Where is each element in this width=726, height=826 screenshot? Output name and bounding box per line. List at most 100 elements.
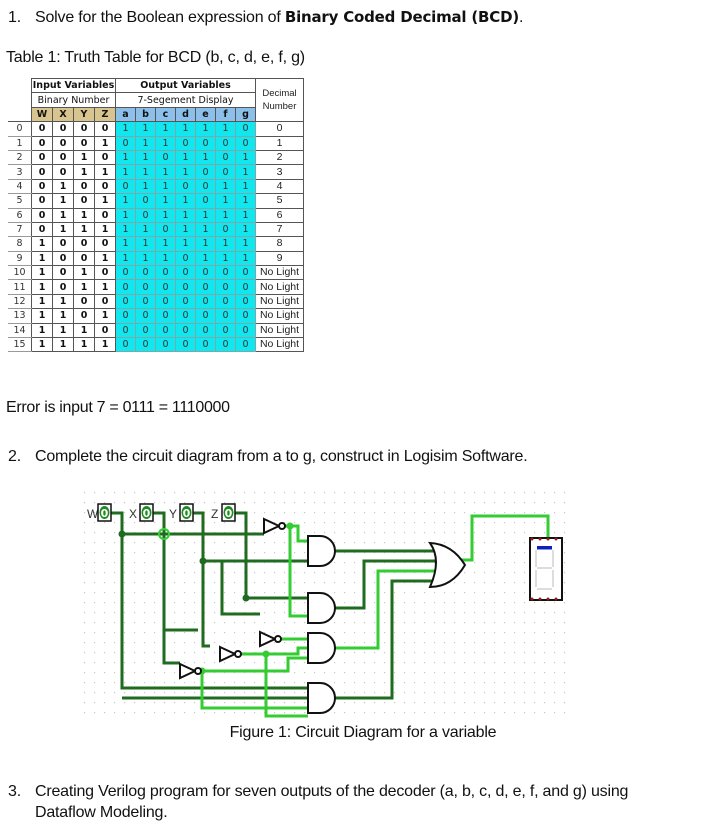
- not-gate-3: [219, 645, 242, 663]
- question-2-number: 2.: [8, 448, 21, 465]
- table-group-header-row: Input Variables Output Variables Decimal…: [8, 77, 304, 123]
- output-cell-a: 0: [115, 337, 136, 353]
- output-cell-g: 1: [235, 236, 256, 252]
- wire-x-down: [162, 603, 180, 665]
- output-cell-g: 0: [235, 322, 256, 339]
- input-cell-w: 0: [31, 207, 53, 223]
- output-cell-d: 1: [175, 149, 196, 166]
- output-header-c: c: [155, 106, 176, 123]
- row-index: 0: [8, 121, 32, 137]
- question-1-period: .: [519, 9, 524, 26]
- output-cell-c: 1: [155, 236, 176, 252]
- input-header-x: X: [52, 106, 74, 123]
- input-cell-z: 1: [94, 308, 116, 324]
- output-cell-c: 1: [155, 178, 176, 195]
- input-cell-z: 1: [94, 337, 116, 353]
- question-2: 2. Complete the circuit diagram from a to…: [8, 448, 528, 466]
- input-header-z: Z: [94, 106, 116, 123]
- row-index: 5: [8, 193, 32, 209]
- input-cell-z: 0: [94, 207, 116, 223]
- input-cell-w: 0: [31, 221, 53, 238]
- wire-y: [192, 511, 308, 563]
- output-header-b: b: [135, 106, 156, 123]
- output-cell-a: 0: [115, 265, 136, 281]
- input-pin-label: X: [129, 507, 137, 521]
- segment-a: [537, 546, 552, 550]
- decimal-cell: No Light: [255, 265, 304, 281]
- output-cell-b: 1: [135, 178, 156, 195]
- not-gate-4: [179, 662, 202, 680]
- output-cell-f: 0: [215, 135, 236, 151]
- output-cell-e: 1: [195, 250, 216, 267]
- output-cell-e: 0: [195, 265, 216, 281]
- output-cell-a: 1: [115, 164, 136, 180]
- input-variables-header: Input Variables: [31, 77, 116, 94]
- output-cell-g: 0: [235, 279, 256, 295]
- input-pin-state[interactable]: [141, 506, 152, 519]
- output-header-d: d: [175, 106, 196, 123]
- decimal-cell: 6: [255, 207, 304, 223]
- input-pin-value: 0: [225, 507, 233, 520]
- row-index: 3: [8, 164, 32, 180]
- row-index: 4: [8, 179, 32, 195]
- decimal-cell: 3: [255, 164, 304, 180]
- input-cell-x: 1: [52, 193, 74, 209]
- not4-branch: [200, 671, 308, 710]
- output-cell-c: 1: [155, 207, 176, 223]
- decimal-cell: 7: [255, 221, 304, 238]
- decimal-number-header: Decimal Number: [255, 77, 304, 123]
- row-index: 2: [8, 150, 32, 166]
- output-cell-f: 0: [215, 265, 236, 281]
- input-cell-w: 0: [31, 121, 53, 137]
- output-cell-b: 0: [135, 322, 156, 339]
- figure-caption: Figure 1: Circuit Diagram for a variable: [0, 724, 726, 742]
- input-cell-z: 1: [94, 250, 116, 267]
- row-index: 1: [8, 136, 32, 151]
- decimal-cell: 9: [255, 250, 304, 267]
- input-cell-y: 1: [73, 221, 95, 238]
- output-cell-d: 0: [175, 322, 196, 339]
- output-cell-e: 1: [195, 207, 216, 223]
- output-cell-e: 0: [195, 135, 216, 151]
- output-cell-a: 0: [115, 293, 136, 310]
- input-cell-x: 0: [52, 279, 74, 295]
- output-cell-c: 1: [155, 193, 176, 209]
- output-cell-e: 0: [195, 178, 216, 195]
- output-cell-c: 1: [155, 250, 176, 267]
- output-cell-f: 1: [215, 121, 236, 137]
- output-cell-f: 0: [215, 322, 236, 339]
- output-cell-c: 0: [155, 293, 176, 310]
- wire-w: [110, 511, 308, 690]
- wire-y-branch: [220, 561, 260, 616]
- question-2-text: Complete the circuit diagram from a to g…: [35, 448, 528, 465]
- low-wires: [110, 511, 440, 700]
- and-gate-3: [307, 632, 336, 664]
- input-pin-state[interactable]: [99, 506, 110, 519]
- output-cell-b: 1: [135, 149, 156, 166]
- input-cell-w: 1: [31, 250, 53, 267]
- question-3: 3.Creating Verilog program for seven out…: [8, 781, 720, 823]
- row-index: 9: [8, 251, 32, 267]
- input-cell-w: 1: [31, 293, 53, 310]
- output-cell-e: 0: [195, 308, 216, 324]
- input-cell-w: 1: [31, 236, 53, 252]
- input-pin-state[interactable]: [181, 506, 192, 519]
- input-cell-x: 1: [52, 221, 74, 238]
- output-cell-e: 1: [195, 121, 216, 137]
- input-pin-label: Z: [211, 507, 218, 521]
- output-cell-f: 1: [215, 207, 236, 223]
- output-cell-f: 0: [215, 149, 236, 166]
- input-pin-state[interactable]: [223, 506, 234, 519]
- output-cell-b: 0: [135, 308, 156, 324]
- not-gates: [179, 517, 286, 680]
